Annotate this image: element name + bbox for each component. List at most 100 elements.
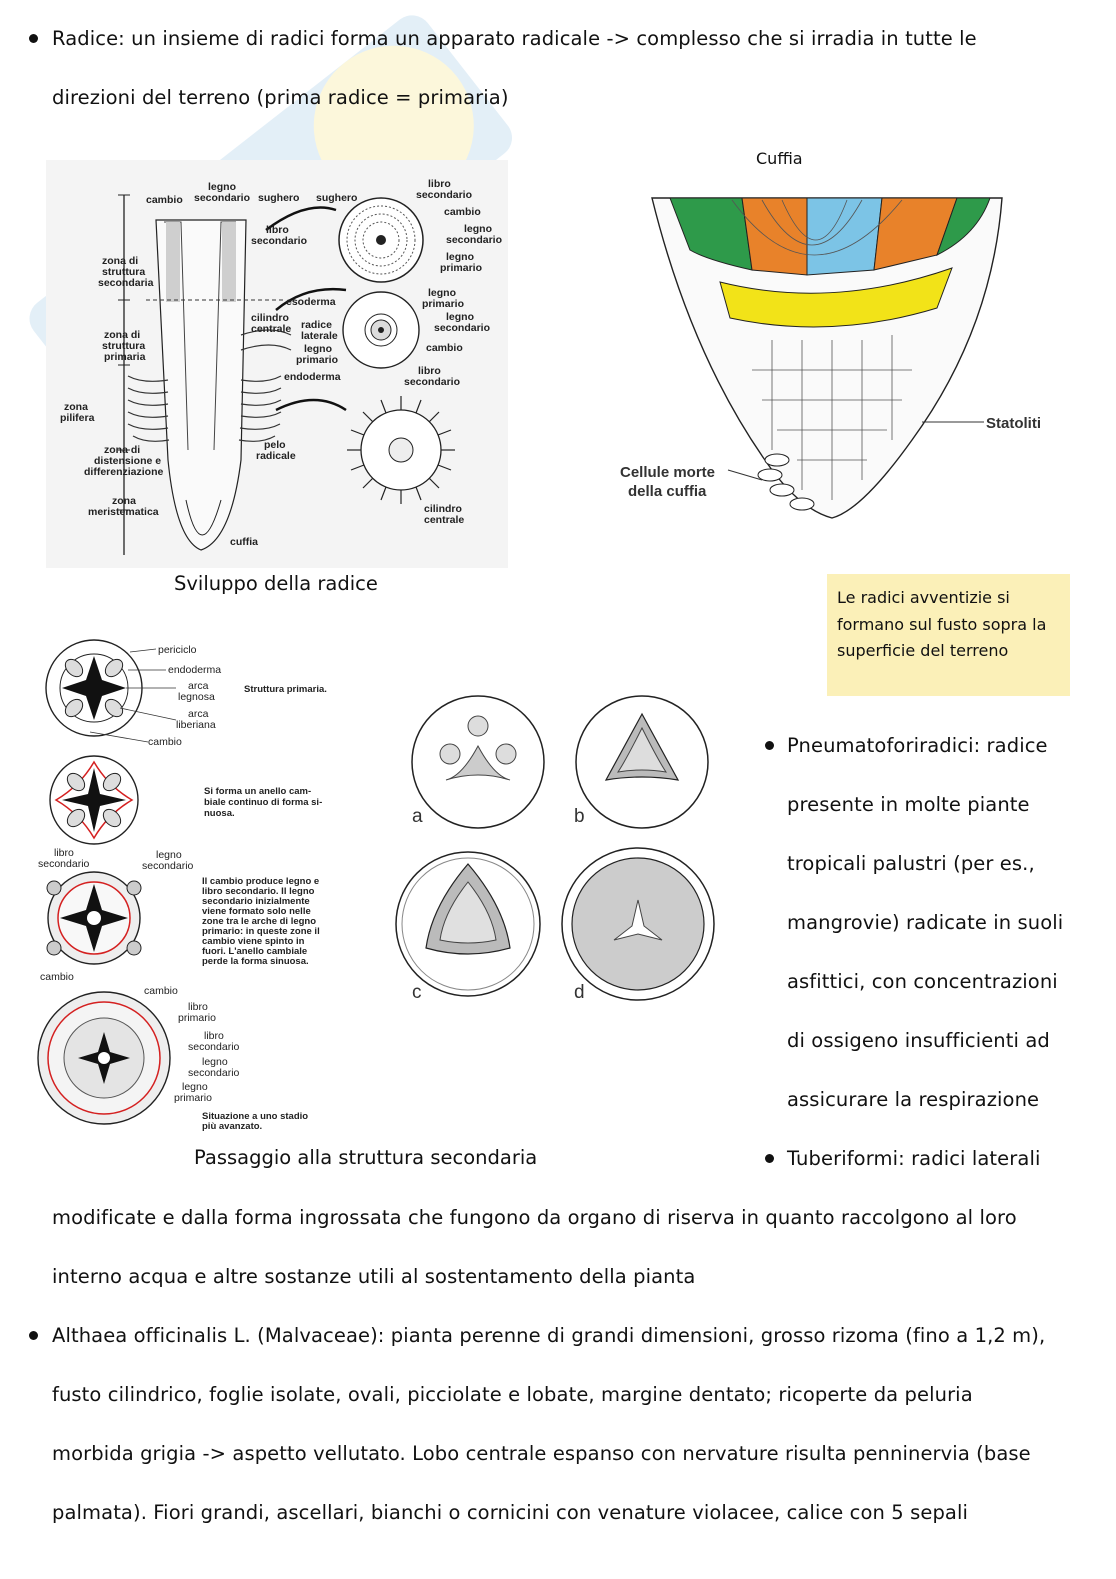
figure-label: Cellule morte [620,464,715,481]
figure-label: cambio [426,342,463,354]
figure-label: esoderma [286,296,336,308]
figure-label: libro [54,847,74,859]
paragraph-tuberiformi-line1: Tuberiformi: radici laterali [787,1147,1041,1170]
figure-label: primario [174,1092,212,1104]
paragraph-pneumatofori-line5: asfittici, con concentrazioni [787,970,1058,993]
figure-label: distensione e [94,455,161,467]
figure-label: struttura [102,340,145,352]
figure-label: centrale [251,323,291,335]
figure-label: legnosa [178,691,215,703]
figure-label: laterale [301,330,338,342]
figure-label: legno [464,223,492,235]
figure-label: pelo [264,439,286,451]
figure-label: legno [304,343,332,355]
figure-label: legno [182,1081,208,1093]
figure-label: cambio [144,985,178,997]
bullet-icon [765,1154,774,1163]
figure-label: libro [418,365,441,377]
figure-label: zona [64,401,88,413]
paragraph-pneumatofori-line1: Pneumatoforiradici: radice [787,734,1048,757]
figure-label: fuori. L'anello cambiale [202,946,307,957]
paragraph-radice-line2: direzioni del terreno (prima radice = pr… [52,86,509,109]
figure-label: libro [204,1030,224,1042]
figure-label: pilifera [60,412,95,424]
figure-label: periciclo [158,644,197,656]
figure-label: secondario [446,234,502,246]
paragraph-tuberiformi-line3: interno acqua e altre sostanze utili al … [52,1265,696,1288]
figure-label: liberiana [176,719,216,731]
figure-label: primario [422,298,464,310]
figure-label: secondario [416,189,472,201]
figure-label: della cuffia [628,483,707,500]
caption-sviluppo-radice: Sviluppo della radice [174,572,378,595]
figure-label: cambio viene spinto in [202,936,305,947]
figure-label: meristematica [88,506,159,518]
figure-label: sughero [316,192,357,204]
figure-label: legno [428,287,456,299]
figure-label: Struttura primaria. [244,684,327,695]
figure-label: libro [266,224,289,236]
paragraph-althaea-line3: morbida grigia -> aspetto vellutato. Lob… [52,1442,1031,1465]
figure-label: endoderma [168,664,221,676]
figure-label: secondario [404,376,460,388]
figure-label: radicale [256,450,296,462]
paragraph-radice-line1: Radice: un insieme di radici forma un ap… [52,27,977,50]
figure-label: libro [428,178,451,190]
figure-label: secondario [188,1067,240,1079]
figure-label: Statoliti [986,415,1041,432]
figure-label: primario: in queste zone il [202,926,320,937]
figure-label: zona [112,495,136,507]
figure-label: secondaria [98,277,154,289]
paragraph-althaea-line1: Althaea officinalis L. (Malvaceae): pian… [52,1324,1046,1347]
figure-label: cambio [148,736,182,748]
note-line: superficie del terreno [837,641,1009,660]
figure-sezioni-abcd: a b c d [395,695,715,1003]
figure-label: zone tra le arche di legno [202,916,316,927]
figure-label: d [574,982,585,1003]
figure-label: arca [188,708,209,720]
figure-label: radice [301,319,332,331]
figure-label: Si forma un anello cam- [204,786,311,797]
figure-label: legno [446,311,474,323]
caption-passaggio-struttura: Passaggio alla struttura secondaria [194,1146,538,1169]
figure-label: Il cambio produce legno e [202,876,319,887]
paragraph-pneumatofori-line6: di ossigeno insufficienti ad [787,1029,1050,1052]
figure-label: perde la forma sinuosa. [202,956,309,967]
paragraph-pneumatofori-line7: assicurare la respirazione [787,1088,1040,1111]
figure-label: struttura [102,266,145,278]
figure-label: primario [440,262,482,274]
figure-label: viene formato solo nelle [202,906,311,917]
figure-label: cilindro [424,503,462,515]
figure-label: legno [202,1056,228,1068]
note-line: Le radici avventizie si [837,588,1010,607]
figure-label: sughero [258,192,299,204]
figure-label: centrale [424,514,464,526]
figure-label: zona di [104,444,140,456]
bullet-icon [29,34,38,43]
bullet-icon [29,1331,38,1340]
figure-label: legno [446,251,474,263]
figure-label: libro [188,1001,208,1013]
figure-label: secondario [188,1041,240,1053]
figure-label: cuffia [230,536,258,548]
figure-sviluppo-radice: cambio legno secondario sughero sughero … [46,160,508,568]
paragraph-althaea-line4: palmata). Fiori grandi, ascellari, bianc… [52,1501,969,1524]
figure-label: primaria [104,351,146,363]
figure-label: cambio [40,971,74,983]
figure-label: arca [188,680,209,692]
figure-label: a [412,806,423,827]
figure-label: secondario inizialmente [202,896,310,907]
figure-label: Situazione a uno stadio [202,1111,308,1122]
paragraph-pneumatofori-line2: presente in molte piante [787,793,1030,816]
figure-label: legno [156,849,182,861]
figure-label: differenziazione [84,466,164,478]
figure-label: secondario [38,858,90,870]
figure-label: endoderma [284,371,341,383]
figure-cuffia: Statoliti Cellule morte della cuffia [620,197,1041,519]
figure-label: primario [178,1012,216,1024]
paragraph-tuberiformi-line2: modificate e dalla forma ingrossata che … [52,1206,1017,1229]
figure-label: secondario [194,192,250,204]
note-line: formano sul fusto sopra la [837,614,1047,634]
paragraph-althaea-line2: fusto cilindrico, foglie isolate, ovali,… [52,1383,973,1406]
figure-label: b [574,806,585,827]
